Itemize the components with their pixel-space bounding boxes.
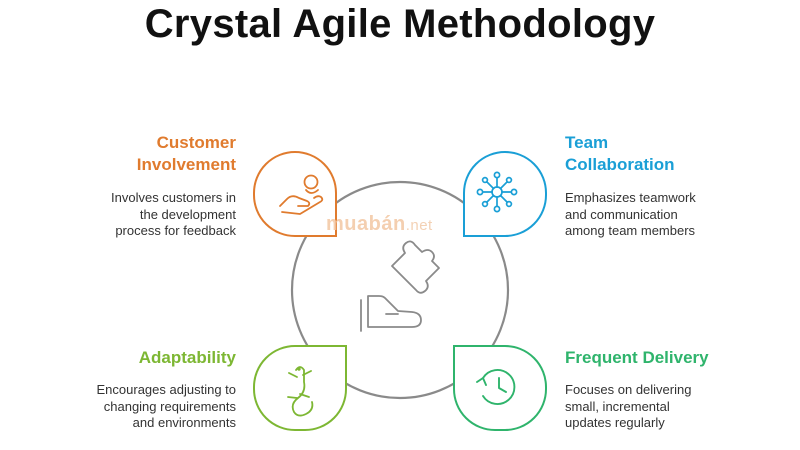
- network-icon: [476, 171, 518, 213]
- lizard-icon: [287, 366, 314, 417]
- watermark-logo: muabán.net: [326, 213, 433, 235]
- adaptability-description: Encourages adjusting to changing require…: [96, 382, 236, 430]
- delivery-description: Focuses on delivering small, incremental…: [565, 382, 692, 430]
- delivery-heading: Frequent Delivery: [565, 348, 709, 367]
- team-description: Emphasizes teamwork and communication am…: [565, 190, 696, 238]
- adaptability-tile: [253, 345, 347, 431]
- customer-tile: [253, 150, 337, 237]
- center-circle: [290, 180, 510, 400]
- adaptability-heading: Adaptability: [138, 348, 236, 367]
- puzzle-hand-icon: [360, 240, 440, 332]
- team-heading: Team Collaboration: [565, 133, 675, 174]
- hand-person-icon: [279, 174, 324, 215]
- page-title: Crystal Agile Methodology: [144, 2, 656, 46]
- clock-rewind-icon: [476, 369, 516, 405]
- customer-description: Involves customers in the development pr…: [111, 190, 236, 238]
- team-tile: [463, 150, 547, 237]
- customer-heading: Customer Involvement: [136, 133, 236, 174]
